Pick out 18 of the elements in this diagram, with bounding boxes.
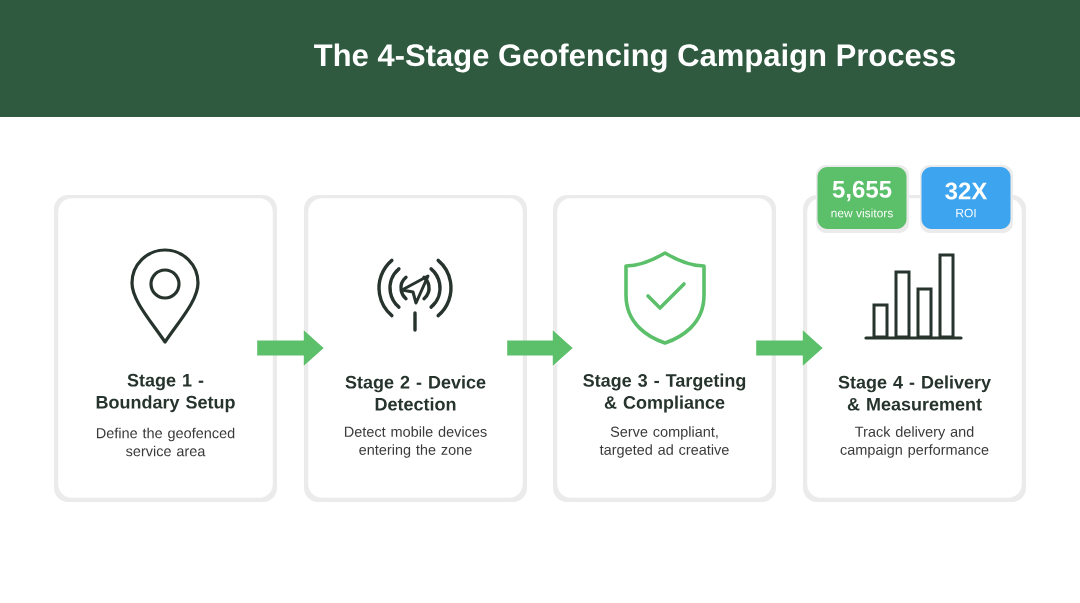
stage-heading: Stage 2 - Device Detection <box>345 375 486 411</box>
stage-description: Detect mobile devices entering the zone <box>344 426 487 458</box>
stat-badge <box>920 165 1013 233</box>
stage-card <box>553 195 776 502</box>
stage-heading: Stage 3 - Targeting & Compliance <box>583 373 746 413</box>
stat-label: ROI <box>956 208 976 218</box>
stat-value: 32X <box>945 182 988 200</box>
stage-heading: Stage 4 - Delivery & Measurement <box>838 375 991 411</box>
title: The 4-Stage Geofencing Campaign Process <box>314 43 955 73</box>
stat-value: 5,655 <box>832 180 892 202</box>
stage-card <box>54 195 277 502</box>
stat-badge <box>816 165 909 233</box>
stage-description: Serve compliant, targeted ad creative <box>599 426 729 458</box>
stage-card <box>304 195 527 502</box>
stage-description: Track delivery and campaign performance <box>840 426 989 458</box>
stage-description: Define the geofenced service area <box>96 427 235 457</box>
stage-heading: Stage 1 - Boundary Setup <box>96 373 235 413</box>
stat-label: new visitors <box>831 208 893 218</box>
